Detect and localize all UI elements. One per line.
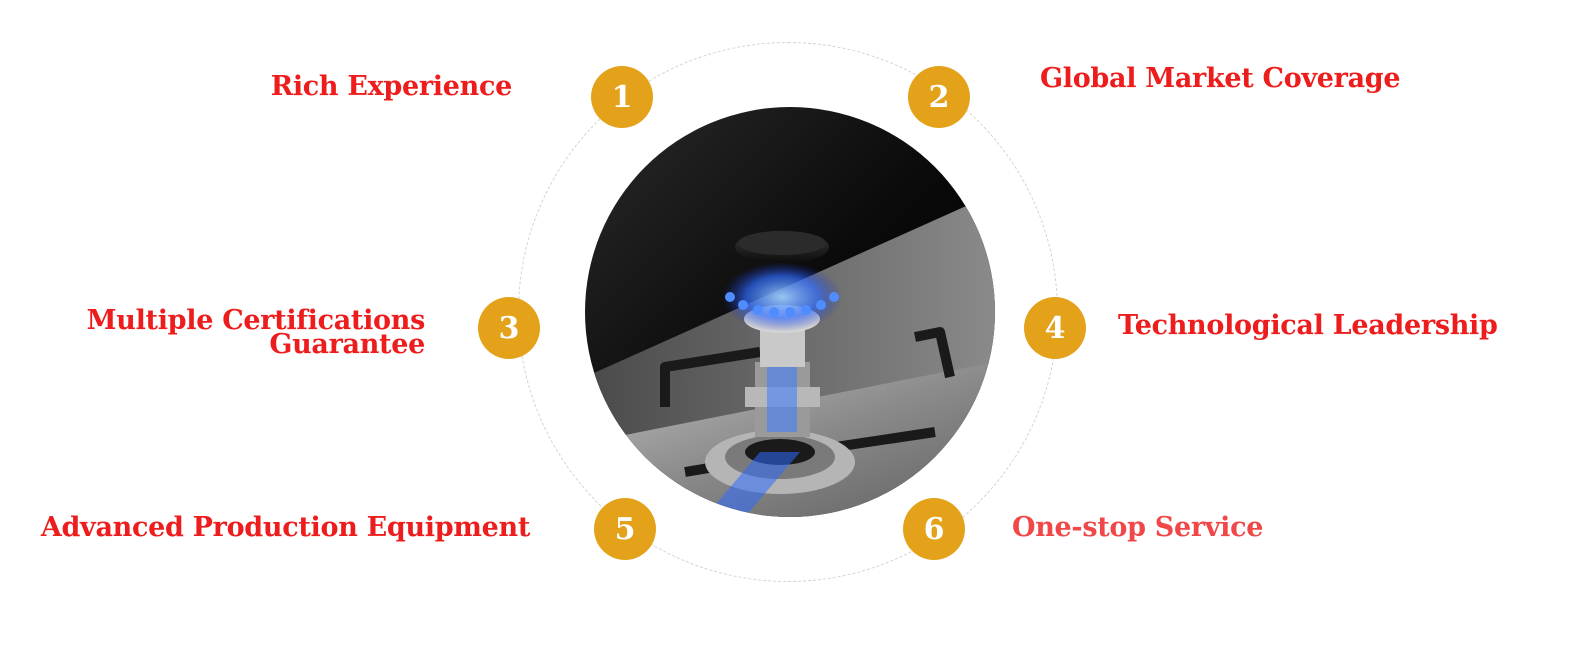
feature-badge-3[interactable]: 3 — [478, 297, 540, 359]
feature-label-one-stop-service[interactable]: One-stop Service — [1012, 512, 1264, 543]
feature-label-technological-leadership[interactable]: Technological Leadership — [1118, 310, 1498, 341]
feature-number: 2 — [928, 79, 950, 115]
gas-burner-photo — [585, 107, 995, 517]
feature-number: 6 — [923, 511, 945, 547]
feature-label-rich-experience[interactable]: Rich Experience — [270, 71, 513, 102]
feature-label-multiple-certifications[interactable]: Multiple Certifications Guarantee — [86, 305, 426, 360]
feature-number: 1 — [611, 79, 633, 115]
feature-number: 4 — [1044, 310, 1066, 346]
feature-badge-1[interactable]: 1 — [591, 66, 653, 128]
feature-label-line: Multiple Certifications — [86, 305, 426, 336]
feature-badge-6[interactable]: 6 — [903, 498, 965, 560]
feature-badge-4[interactable]: 4 — [1024, 297, 1086, 359]
feature-label-global-market-coverage[interactable]: Global Market Coverage — [1040, 63, 1401, 94]
feature-number: 3 — [498, 310, 520, 346]
feature-badge-2[interactable]: 2 — [908, 66, 970, 128]
feature-badge-5[interactable]: 5 — [594, 498, 656, 560]
feature-label-advanced-production-equipment[interactable]: Advanced Production Equipment — [40, 512, 530, 543]
feature-number: 5 — [614, 511, 636, 547]
feature-label-line: Guarantee — [269, 329, 425, 360]
